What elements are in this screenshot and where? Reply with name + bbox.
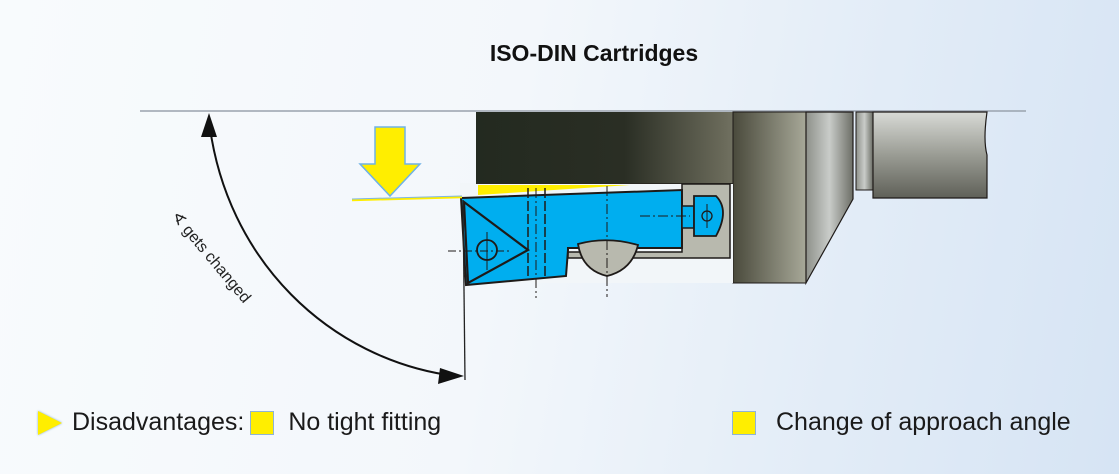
cutting-edge-line	[462, 199, 466, 381]
arc-arrow-bottom-icon	[438, 368, 464, 384]
contact-line	[351, 195, 463, 202]
holder-bevel	[805, 111, 854, 286]
triangle-bullet-icon	[38, 410, 62, 435]
adjust-screw-shank	[681, 205, 695, 229]
yellow-square-icon	[250, 410, 275, 435]
yellow-square-icon	[732, 410, 756, 435]
holder-neck	[855, 111, 874, 191]
page-title: ISO-DIN Cartridges	[489, 40, 699, 66]
adjust-screw-head	[693, 195, 724, 237]
insert	[462, 199, 531, 285]
legend-heading: Disadvantages:	[72, 408, 245, 436]
legend-item-label: No tight fitting	[288, 408, 442, 436]
angle-arc	[208, 119, 456, 377]
down-arrow-icon	[358, 126, 422, 198]
legend-item-label: Change of approach angle	[776, 408, 1071, 436]
holder-shaft	[872, 111, 988, 199]
gap-highlight	[478, 185, 630, 195]
holder-body	[732, 111, 807, 284]
legend-item-approach-angle: Change of approach angle	[732, 408, 1071, 437]
legend-disadvantages: Disadvantages: No tight fitting	[38, 408, 441, 437]
arc-arrow-top-icon	[201, 113, 217, 137]
cartridge	[459, 188, 683, 287]
